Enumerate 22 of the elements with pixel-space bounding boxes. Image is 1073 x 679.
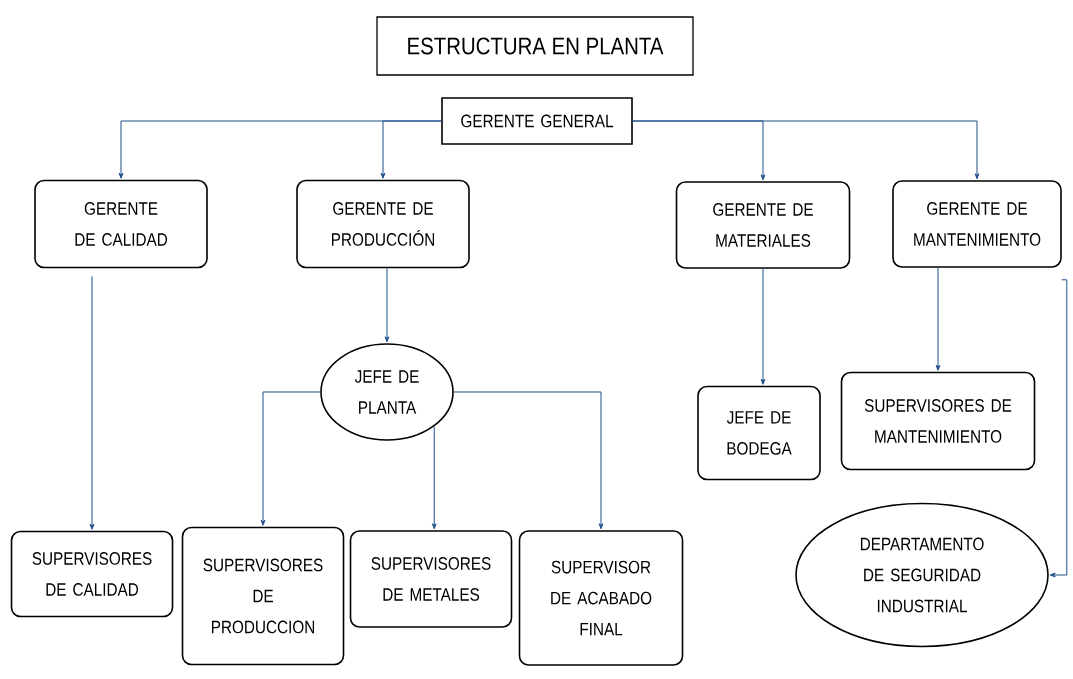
arrow [384, 267, 390, 343]
arrow [431, 426, 437, 530]
arrow [935, 267, 941, 371]
arrow [760, 268, 766, 385]
arrow [632, 120, 980, 180]
org-box: GERENTE DE CALIDAD [34, 179, 208, 269]
org-box: SUPERVISORES DE CALIDAD [10, 530, 174, 618]
arrow [380, 120, 442, 179]
org-box: GERENTE GENERAL [441, 97, 633, 145]
org-box: SUPERVISORES DE PRODUCCION [181, 526, 345, 666]
arrow [453, 391, 604, 530]
org-box: GERENTE DE MATERIALES [675, 181, 851, 269]
arrow [89, 275, 95, 530]
arrow [260, 391, 321, 526]
org-box: GERENTE DE PRODUCCIÓN [296, 179, 470, 269]
org-box: SUPERVISORES DE METALES [349, 530, 513, 628]
title-box: ESTRUCTURA EN PLANTA [376, 16, 694, 76]
arrow [1049, 279, 1068, 578]
org-box: SUPERVISOR DE ACABADO FINAL [518, 530, 684, 666]
org-box: GERENTE DE MANTENIMIENTO [892, 180, 1062, 268]
org-box: JEFE DE BODEGA [697, 385, 821, 481]
org-box: SUPERVISORES DE MANTENIMIENTO [840, 371, 1036, 471]
